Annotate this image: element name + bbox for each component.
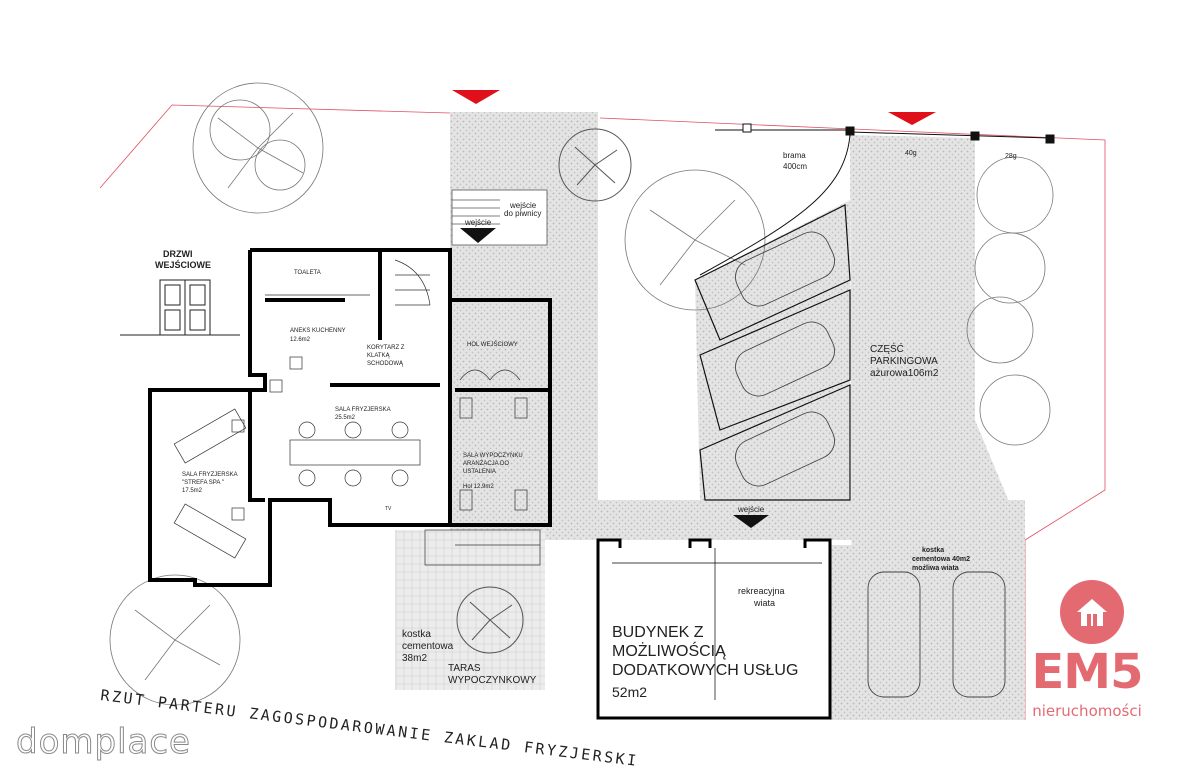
label-budynek-2: MOŻLIWOŚCIĄ (612, 641, 726, 660)
paving-parking (850, 135, 1025, 720)
label-rekreacyjna-1: rekreacyjna (738, 586, 785, 596)
brand-logo: EM5 nieruchomości (1022, 580, 1152, 730)
label-kostka40-3: możliwa wiata (912, 565, 959, 572)
entry-arrow-house (460, 228, 496, 243)
label-dim-40g: 40g (905, 150, 917, 157)
watermark-text: domplace (16, 722, 191, 763)
label-taras-2: WYPOCZYNKOWY (448, 675, 537, 686)
label-sala-fryzjerska: SALA FRYZJERSKA (335, 407, 391, 413)
gate-fence (699, 123, 1055, 276)
label-kostka40-1: kostka (922, 547, 944, 554)
label-tv: TV (385, 506, 392, 512)
label-brama-1: brama (783, 151, 806, 160)
label-kostka38-2: cementowa (402, 641, 454, 652)
house-interior (173, 259, 541, 566)
label-wejscie-mid: wejście (737, 505, 765, 514)
label-drzwi: DRZWI (163, 249, 193, 259)
label-do-piwnicy-1: wejście (509, 201, 537, 210)
label-aneks-area: 12.6m2 (290, 337, 311, 343)
label-korytarz-2: KLATKĄ (367, 353, 391, 359)
paving-middle (545, 500, 1025, 540)
label-wyp-1: SALA WYPOCZYNKU (463, 453, 523, 459)
house-icon (1077, 599, 1107, 626)
label-toaleta: TOALETA (294, 270, 321, 276)
label-parking-1: CZĘŚĆ (870, 342, 904, 355)
paving-terrace (395, 530, 545, 690)
label-spa-2: "STREFA SPA " (182, 480, 224, 486)
paving-building-side (830, 545, 855, 720)
parking-bays (694, 204, 851, 501)
label-budynek-3: DODATKOWYCH USŁUG (612, 662, 798, 679)
plot-boundary (99, 104, 451, 189)
label-kostka38-3: 38m2 (402, 653, 427, 664)
label-do-piwnicy-2: do piwnicy (504, 209, 541, 218)
label-aneks: ANEKS KUCHENNY (290, 328, 346, 334)
label-wejscie-top: wejście (464, 218, 492, 227)
car-outlines (735, 231, 1006, 698)
label-dim-28g: 28g (1005, 153, 1017, 160)
paving-drive (695, 200, 850, 500)
label-wejsciowe: WEJŚCIOWE (155, 259, 211, 270)
entrance-arrow-right (888, 112, 936, 125)
door-elevation (120, 279, 240, 336)
label-kostka38-1: kostka (402, 629, 431, 640)
label-wyp-3: USTALENIA (463, 469, 496, 475)
label-brama-2: 400cm (783, 162, 807, 171)
entry-arrow-building (733, 515, 769, 528)
paving-entrance (450, 112, 598, 532)
label-wyp-2: ARANŻACJA DO (463, 460, 509, 467)
label-parking-2: PARKINGOWA (870, 356, 938, 367)
label-budynek-1: BUDYNEK Z (612, 624, 704, 641)
entrance-stairs (451, 189, 548, 246)
label-budynek-4: 52m2 (612, 684, 647, 700)
label-korytarz-1: KORYTARZ Z (367, 345, 405, 351)
tree-top-left (192, 82, 324, 214)
label-spa-1: SALA FRYZJERSKA (182, 472, 238, 478)
label-parking-3: ażurowa106m2 (870, 368, 939, 379)
brand-name: EM5 (1031, 644, 1144, 700)
label-taras-1: TARAS (448, 663, 481, 674)
house-walls (148, 248, 552, 587)
label-wyp-4: Hol 12.9m2 (463, 484, 494, 490)
brand-subtitle: nieruchomości (1032, 702, 1142, 720)
label-rekreacyjna-2: wiata (753, 598, 775, 608)
annex-building (596, 538, 832, 720)
entrance-arrow-left (452, 90, 500, 104)
tree-bottom-left (109, 574, 241, 706)
label-sala-fryzjerska-area: 25.5m2 (335, 415, 356, 421)
label-korytarz-3: SCHODOWĄ (367, 361, 404, 367)
trees-right-row (966, 156, 1054, 446)
label-kostka40-2: cementowa 40m2 (912, 556, 970, 563)
label-hol: HOL WEJŚCIOWY (467, 340, 518, 348)
label-spa-3: 17.5m2 (182, 488, 203, 494)
tree-mid (624, 169, 766, 311)
tree-round-top (558, 128, 632, 202)
tree-terrace (456, 586, 524, 654)
